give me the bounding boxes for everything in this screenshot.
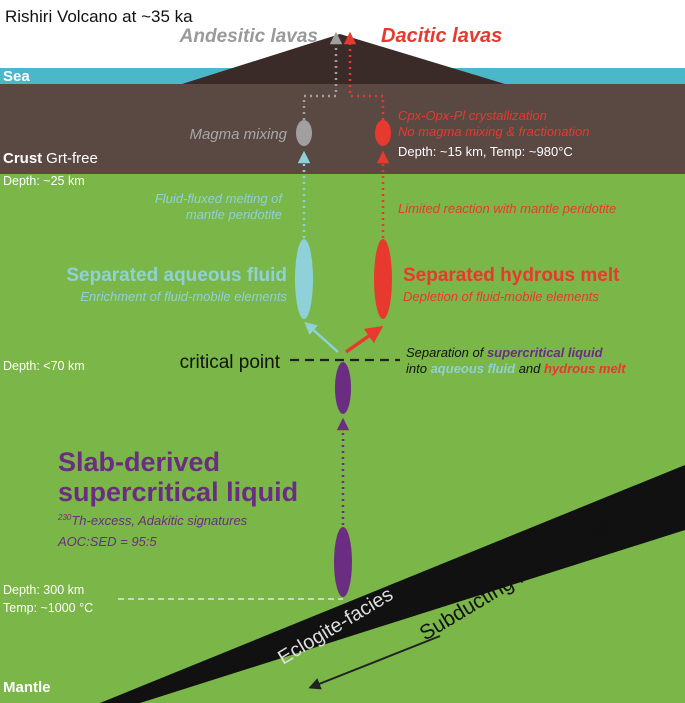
diagram-title: Rishiri Volcano at ~35 ka xyxy=(5,7,193,26)
supercritical-liquid-ellipse-lower xyxy=(334,527,352,597)
separation-line-1: Separation of supercritical liquid xyxy=(406,345,604,360)
crust-label-note: Grt-free xyxy=(46,150,98,167)
supercritical-liquid-ellipse-upper xyxy=(335,362,351,414)
slab-title-1: Slab-derived xyxy=(58,447,220,477)
separation-text-into: into xyxy=(406,361,431,376)
mantle-label: Mantle xyxy=(3,679,51,696)
limited-reaction-label: Limited reaction with mantle peridotite xyxy=(398,201,616,216)
depth-300-label: Depth: 300 km xyxy=(3,583,84,597)
subducting-slab xyxy=(100,465,685,703)
crust-label-main: Crust xyxy=(3,150,42,167)
hydrous-melt-note: Depletion of fluid-mobile elements xyxy=(403,289,599,304)
separation-aqueous: aqueous fluid xyxy=(431,361,517,376)
magma-mixing-ellipse xyxy=(296,120,312,146)
sea-label: Sea xyxy=(3,68,30,85)
aqueous-fluid-title: Separated aqueous fluid xyxy=(66,265,287,286)
slab-title-2: supercritical liquid xyxy=(58,477,298,507)
aqueous-fluid-note: Enrichment of fluid-mobile elements xyxy=(80,289,287,304)
fluid-split-arrow xyxy=(304,321,339,353)
plate-direction-arrow xyxy=(308,635,441,690)
separation-text-a: Separation of xyxy=(406,345,487,360)
andesitic-lavas-label: Andesitic lavas xyxy=(179,26,318,47)
separation-text-and: and xyxy=(515,361,544,376)
volcano-cone xyxy=(182,34,505,84)
melt-split-arrow xyxy=(344,325,384,354)
fluid-melting-label-1: Fluid-fluxed melting of xyxy=(155,191,284,206)
th-excess-text: Th-excess, Adakitic signatures xyxy=(71,513,247,528)
dacitic-ascent-path xyxy=(343,31,385,120)
hydrous-melt-title: Separated hydrous melt xyxy=(403,265,620,286)
critical-point-label: critical point xyxy=(180,352,281,373)
crust-layer xyxy=(0,84,685,174)
dacitic-lavas-label: Dacitic lavas xyxy=(381,25,502,47)
temp-1000-label: Temp: ~1000 °C xyxy=(3,601,93,615)
depth-15-label: Depth: ~15 km, Temp: ~980°C xyxy=(398,144,573,159)
crystallization-label-2: No magma mixing & fractionation xyxy=(398,124,589,139)
fluid-melting-label-2: mantle peridotite xyxy=(186,207,282,222)
th-superscript: 230 xyxy=(57,513,72,522)
separation-supercritical: supercritical liquid xyxy=(487,345,604,360)
separation-line-2: into aqueous fluid and hydrous melt xyxy=(406,361,626,376)
magma-mixing-label: Magma mixing xyxy=(189,126,287,143)
andesitic-ascent-path xyxy=(302,31,343,120)
depth-70-label: Depth: <70 km xyxy=(3,359,85,373)
dacitic-melt-ellipse xyxy=(375,120,391,146)
th-excess-label: 230Th-excess, Adakitic signatures xyxy=(57,513,248,528)
hydrous-melt-ellipse xyxy=(374,239,392,319)
aoc-sed-label: AOC:SED = 95:5 xyxy=(57,534,157,549)
depth-25-label: Depth: ~25 km xyxy=(3,174,85,188)
separation-hydrous: hydrous melt xyxy=(544,361,626,376)
aqueous-fluid-ellipse xyxy=(295,239,313,319)
crystallization-label-1: Cpx-Opx-Pl crystallization xyxy=(398,108,547,123)
